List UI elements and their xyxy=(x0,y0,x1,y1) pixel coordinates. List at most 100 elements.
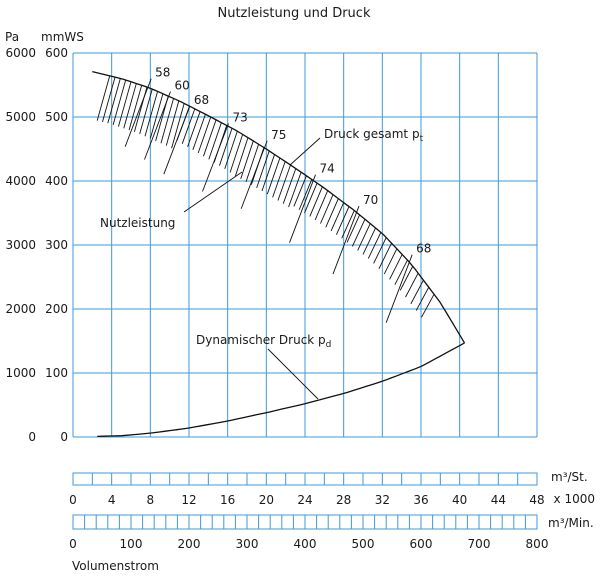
x-primary-tick: 8 xyxy=(147,493,155,507)
x-secondary-tick: 500 xyxy=(352,537,375,551)
dynamisch-leader xyxy=(267,348,319,400)
hatch-line xyxy=(192,114,206,151)
hatch-line xyxy=(208,122,222,160)
x-secondary-unit: m³/Min. xyxy=(548,516,594,530)
hatch-line xyxy=(144,91,159,137)
x-primary-tick: 0 xyxy=(69,493,77,507)
x-primary-tick: 32 xyxy=(375,493,390,507)
hatch-line xyxy=(288,172,302,208)
y-right-tick: 300 xyxy=(45,238,68,252)
x-primary-tick: 4 xyxy=(108,493,116,507)
hatch-line xyxy=(298,179,313,210)
hatch-line xyxy=(197,116,212,154)
efficiency-line xyxy=(163,106,191,175)
y-left-tick: 6000 xyxy=(5,46,36,60)
y-left-unit: Pa xyxy=(5,30,19,44)
hatch-line xyxy=(399,265,414,291)
hatch-line xyxy=(341,210,355,239)
efficiency-hatch-area xyxy=(96,75,435,318)
x-primary-tick: 48 xyxy=(529,493,544,507)
hatch-line xyxy=(160,98,174,144)
efficiency-line xyxy=(124,78,152,147)
efficiency-label: 68 xyxy=(194,93,209,107)
hatch-line xyxy=(272,161,286,198)
hatch-line xyxy=(203,119,217,157)
dynamisch-label: Dynamischer Druck pd xyxy=(196,333,331,350)
hatch-line xyxy=(383,248,398,275)
axes: 0100020003000400050006000010020030040050… xyxy=(5,46,548,551)
x-secondary-tick: 400 xyxy=(294,537,317,551)
hatch-line xyxy=(261,154,275,192)
hatch-line xyxy=(224,130,238,169)
efficiency-line xyxy=(332,205,360,275)
y-right-tick: 400 xyxy=(45,174,68,188)
curves xyxy=(92,70,466,438)
y-right-tick: 600 xyxy=(45,46,68,60)
efficiency-label: 68 xyxy=(416,242,431,256)
x-secondary-tick: 200 xyxy=(178,537,201,551)
hatch-line xyxy=(128,85,143,131)
x-secondary-tick: 800 xyxy=(526,537,549,551)
hatch-line xyxy=(389,254,403,280)
x-secondary-tick: 100 xyxy=(120,537,143,551)
hatch-line xyxy=(309,186,323,217)
x-axis-label: Volumenstrom xyxy=(72,559,159,573)
nutzleistung-label: Nutzleistung xyxy=(100,216,175,230)
druck-gesamt-leader xyxy=(289,137,321,166)
hatch-line xyxy=(330,202,345,232)
efficiency-label: 70 xyxy=(363,193,378,207)
y-right-tick: 100 xyxy=(45,366,68,380)
x-primary-unit: m³/St. xyxy=(551,470,588,484)
hatch-line xyxy=(219,128,233,166)
hatch-line xyxy=(373,237,387,264)
x-primary-tick: 36 xyxy=(413,493,428,507)
hatch-line xyxy=(171,103,185,149)
efficiency-label: 60 xyxy=(175,78,190,92)
hatch-line xyxy=(277,164,291,201)
hatch-line xyxy=(351,219,366,247)
druck-gesamt-label: Druck gesamt pt xyxy=(324,127,424,144)
y-left-tick: 2000 xyxy=(5,302,36,316)
efficiency-line xyxy=(144,91,171,160)
x-secondary-tick: 700 xyxy=(468,537,491,551)
hatch-line xyxy=(378,243,392,269)
x-secondary-tick: 0 xyxy=(69,537,77,551)
hatch-line xyxy=(362,227,376,255)
hatch-line xyxy=(304,182,318,214)
hatch-line xyxy=(123,83,137,129)
efficiency-line xyxy=(385,254,413,323)
hatch-line xyxy=(320,194,334,224)
hatch-line xyxy=(245,144,260,182)
hatch-line xyxy=(266,157,281,195)
efficiency-line xyxy=(202,123,229,192)
x-secondary-tick: 600 xyxy=(410,537,433,551)
hatch-line xyxy=(357,223,371,251)
efficiency-line xyxy=(240,140,268,209)
hatch-line xyxy=(410,279,424,305)
curve-druck-gesamt xyxy=(92,70,466,344)
hatch-line xyxy=(336,206,350,235)
hatch-line xyxy=(421,294,435,318)
x-axis-multiplier: x 1000 xyxy=(554,492,595,506)
hatch-line xyxy=(139,88,153,134)
x-primary-tick: 28 xyxy=(336,493,351,507)
hatch-line xyxy=(187,111,201,147)
x-primary-tick: 12 xyxy=(181,493,196,507)
hatch-line xyxy=(229,134,244,173)
hatch-line xyxy=(102,76,116,122)
efficiency-label: 74 xyxy=(320,162,335,176)
x-primary-tick: 20 xyxy=(259,493,274,507)
hatch-line xyxy=(367,232,382,259)
y-left-tick: 4000 xyxy=(5,174,36,188)
hatch-line xyxy=(107,78,121,124)
annotations: Druck gesamt pt Nutzleistung Dynamischer… xyxy=(100,127,424,400)
x-primary-tick: 40 xyxy=(452,493,467,507)
y-right-unit: mmWS xyxy=(41,30,84,44)
hatch-line xyxy=(256,150,270,188)
hatch-line xyxy=(165,100,180,146)
y-left-tick: 3000 xyxy=(5,238,36,252)
y-left-tick: 1000 xyxy=(5,366,36,380)
hatch-line xyxy=(234,137,249,177)
